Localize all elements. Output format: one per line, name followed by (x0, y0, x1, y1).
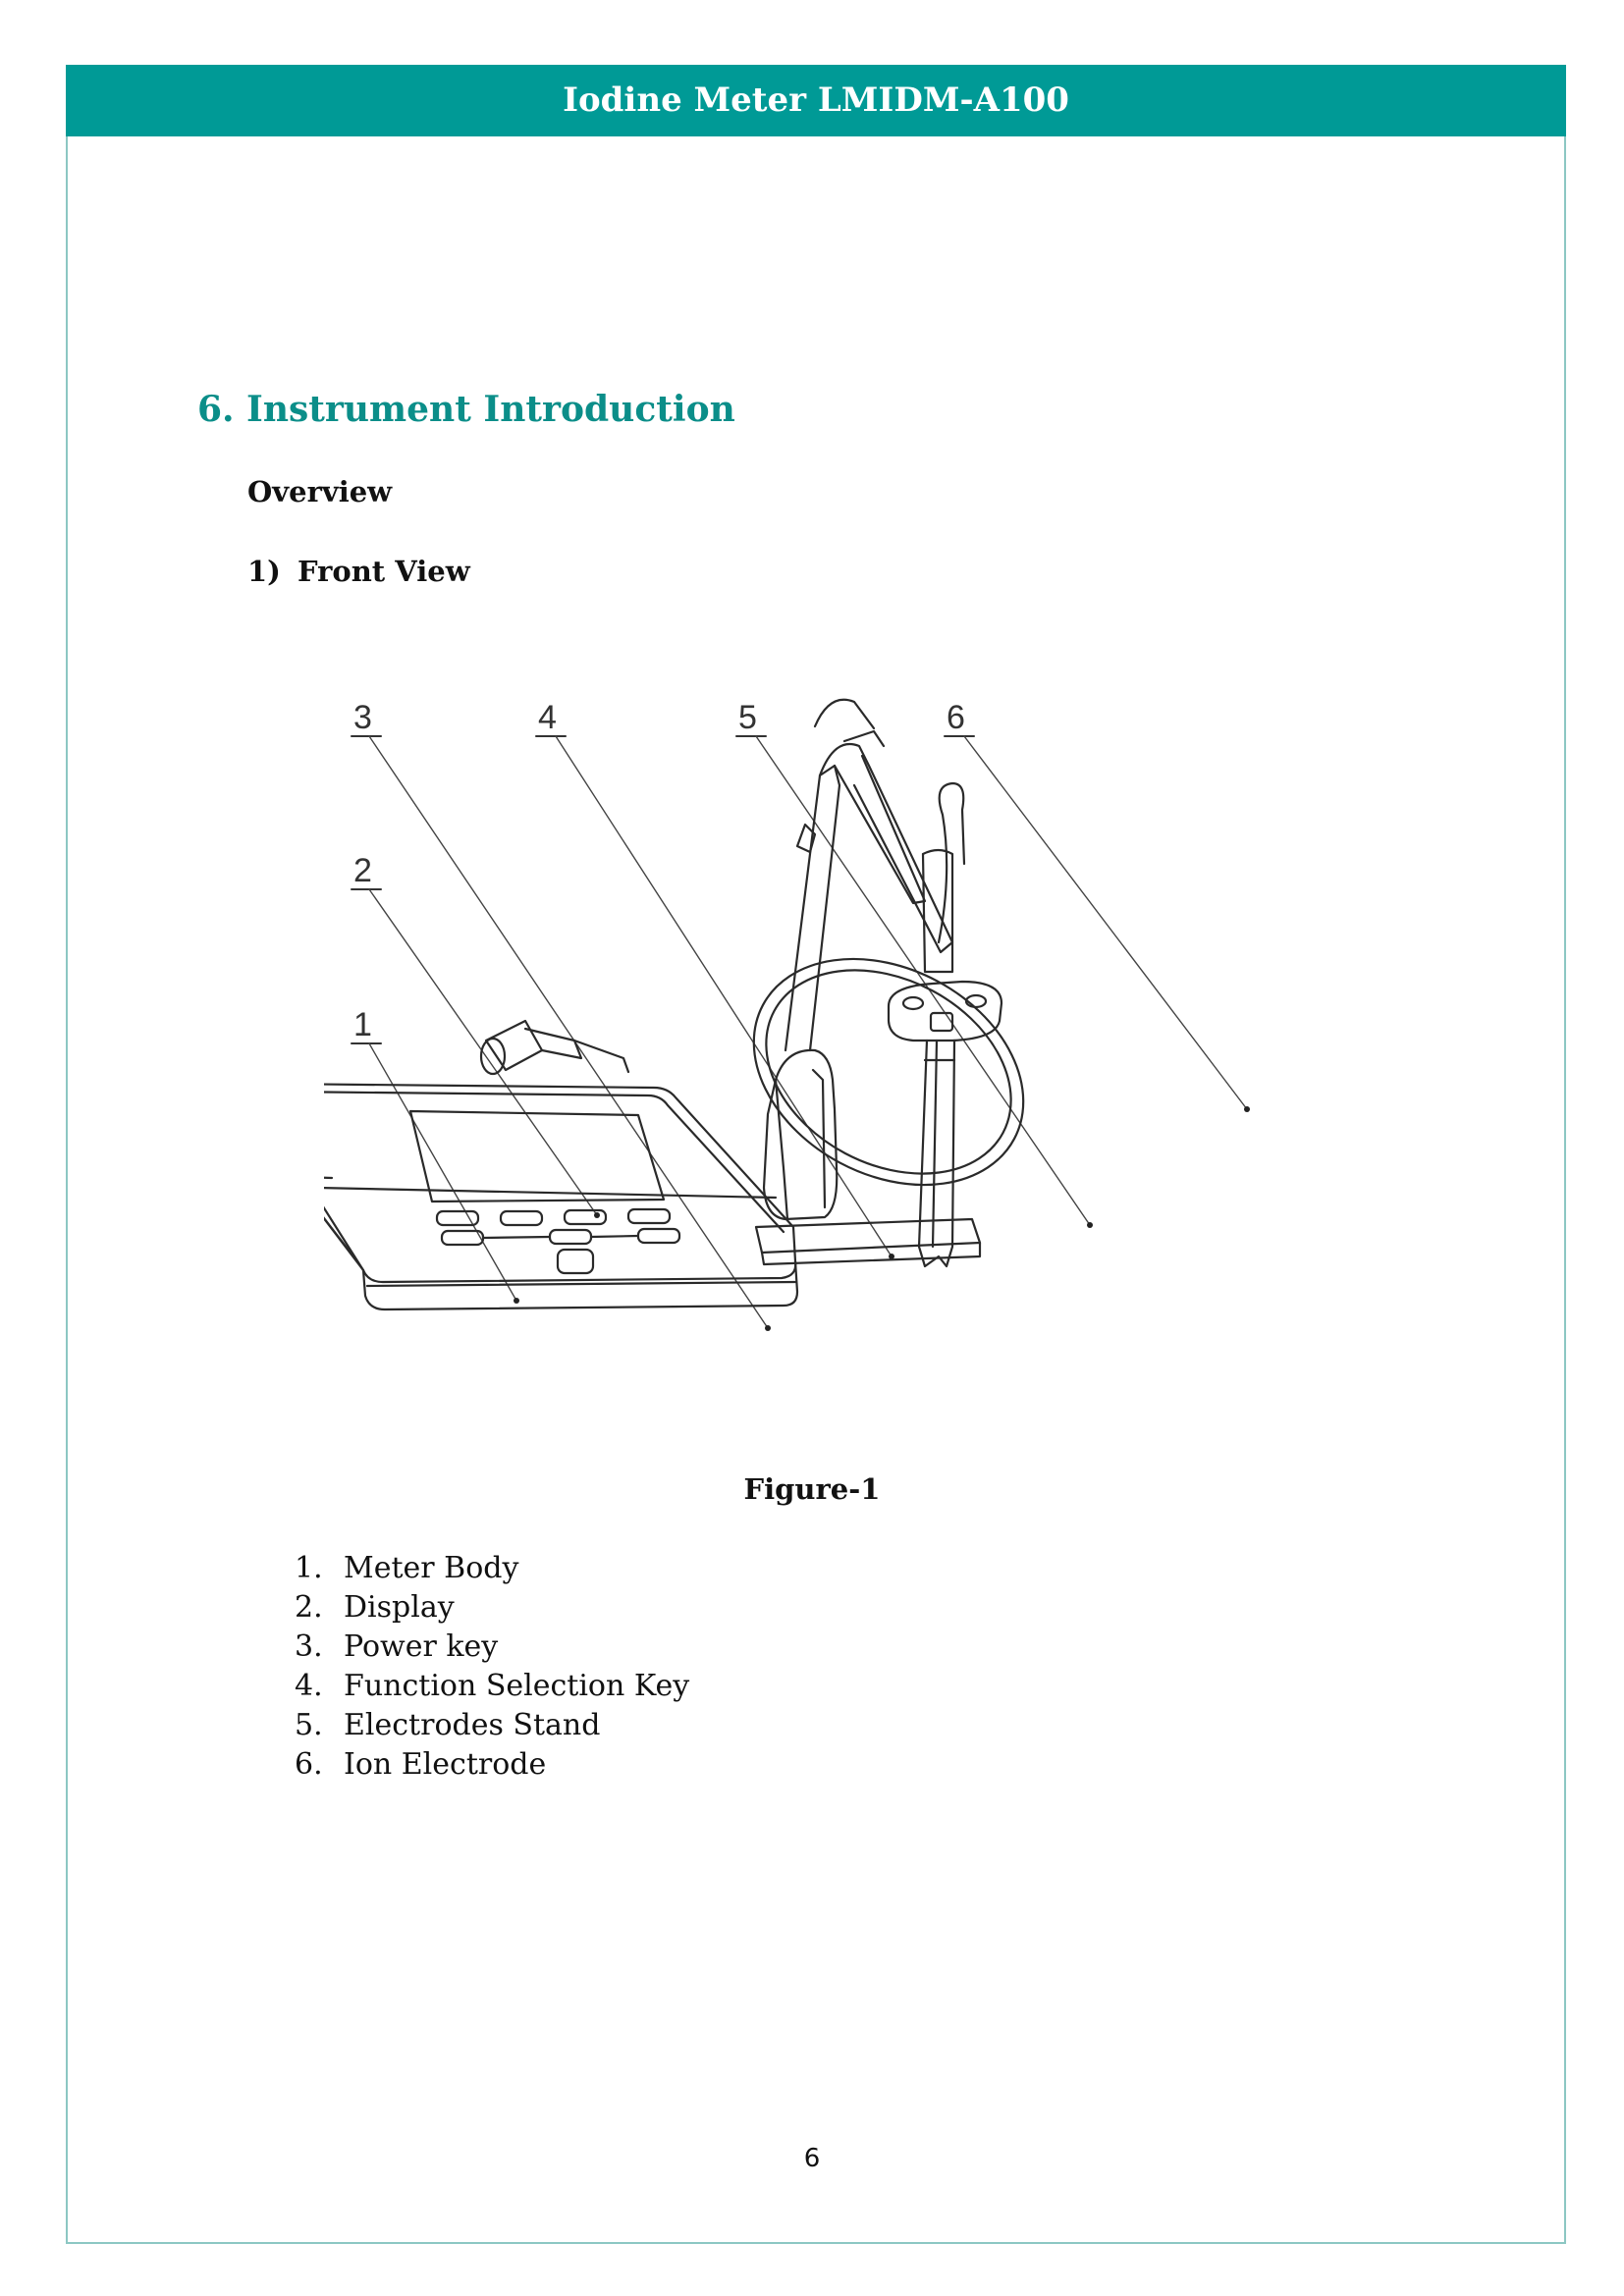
callout-3: 3 (353, 699, 372, 736)
legend-item: 4. Function Selection Key (295, 1667, 689, 1706)
subsection-title: Front View (298, 555, 470, 588)
section-heading: 6. Instrument Introduction (197, 389, 735, 430)
legend-item: 5. Electrodes Stand (295, 1706, 689, 1745)
section-number: 6. (197, 389, 235, 430)
legend-number: 1. (295, 1551, 323, 1585)
callout-6: 6 (947, 699, 965, 736)
component-legend: 1. Meter Body 2. Display 3. Power key 4. Fun… (295, 1549, 689, 1785)
callout-4: 4 (538, 699, 557, 736)
page-number: 6 (803, 2144, 821, 2173)
overview-heading: Overview (247, 475, 393, 508)
subsection-heading: 1) Front View (247, 555, 470, 588)
legend-item: 6. Ion Electrode (295, 1745, 689, 1785)
legend-label: Function Selection Key (344, 1669, 690, 1703)
callout-1: 1 (353, 1006, 372, 1043)
page-header: Iodine Meter LMIDM-A100 (66, 65, 1566, 136)
section-title: Instrument Introduction (246, 389, 735, 430)
legend-label: Display (344, 1590, 455, 1625)
front-view-figure: 3 4 5 6 2 1 (324, 698, 1250, 1331)
header-title: Iodine Meter LMIDM-A100 (563, 80, 1069, 120)
subsection-number: 1) (247, 555, 281, 588)
legend-item: 1. Meter Body (295, 1549, 689, 1588)
legend-item: 2. Display (295, 1588, 689, 1628)
figure-caption: Figure-1 (743, 1472, 881, 1506)
legend-number: 2. (295, 1590, 323, 1625)
legend-number: 6. (295, 1747, 323, 1782)
legend-item: 3. Power key (295, 1628, 689, 1667)
callout-5: 5 (738, 699, 757, 736)
legend-number: 4. (295, 1669, 323, 1703)
legend-number: 3. (295, 1629, 323, 1664)
legend-label: Power key (344, 1629, 499, 1664)
legend-number: 5. (295, 1708, 323, 1742)
legend-label: Ion Electrode (344, 1747, 547, 1782)
legend-label: Electrodes Stand (344, 1708, 601, 1742)
callout-2: 2 (353, 852, 372, 889)
legend-label: Meter Body (344, 1551, 519, 1585)
